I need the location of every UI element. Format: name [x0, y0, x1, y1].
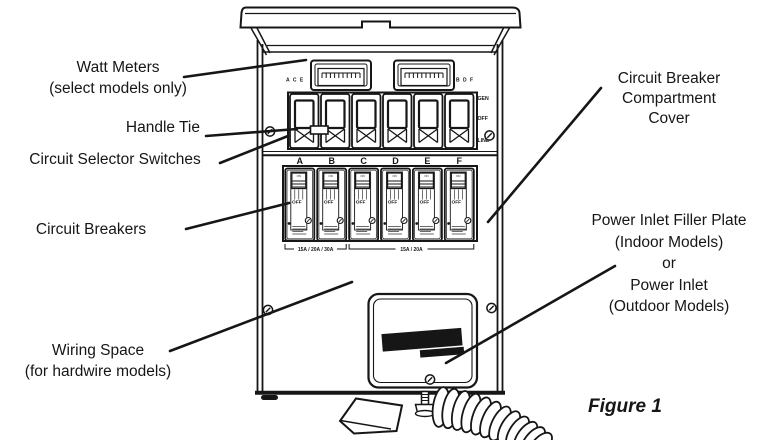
svg-text:ON: ON — [456, 174, 460, 178]
meter-right-circuits-label: B D F — [456, 78, 474, 84]
selector-switch[interactable] — [319, 92, 351, 150]
label-watt-meters: Watt Meters (select models only) — [30, 57, 206, 99]
selector-switch-compartment — [287, 91, 478, 150]
breaker-on-labels: ON ON ON ON ON ON — [297, 174, 461, 178]
rating-brackets — [284, 244, 475, 250]
position-gen-label: GEN — [478, 96, 489, 102]
power-inlet-cover: RELIANCE CONTROLS — [367, 292, 479, 389]
label-line: Circuit Selector Switches — [29, 151, 201, 168]
screw-icon — [424, 374, 436, 385]
leader-lines — [168, 58, 617, 365]
conduit-clamp — [338, 390, 436, 435]
breaker-letter: B — [328, 156, 335, 166]
position-off-label: OFF — [478, 116, 488, 122]
breaker-letter: D — [392, 156, 399, 166]
svg-text:OFF: OFF — [356, 200, 366, 206]
label-circuit-breakers: Circuit Breakers — [5, 219, 177, 240]
svg-text:OFF: OFF — [292, 200, 302, 206]
brand-name: RELIANCE — [388, 331, 457, 350]
label-line: Handle Tie — [125, 119, 200, 136]
label-power-inlet: Power Inlet Filler Plate (Indoor Models)… — [573, 210, 760, 318]
selector-switch[interactable] — [288, 92, 320, 150]
label-line: or — [662, 255, 676, 272]
label-line: Circuit Breaker — [617, 70, 721, 87]
selector-switch[interactable] — [412, 92, 444, 150]
label-wiring-space: Wiring Space (for hardwire models) — [5, 340, 191, 382]
position-line-label: LINE — [478, 138, 490, 144]
svg-text:ON: ON — [392, 174, 396, 178]
leader-compartment-cover — [486, 86, 603, 224]
label-line: Compartment — [622, 90, 716, 107]
leader-power-inlet — [444, 264, 617, 365]
svg-text:ON: ON — [424, 174, 428, 178]
meter-left-circuits-label: A C E — [286, 78, 304, 84]
selector-switch[interactable] — [350, 92, 382, 150]
breaker-off-labels: OFF OFF OFF OFF OFF OFF — [292, 200, 461, 206]
selector-switch[interactable] — [381, 92, 413, 150]
svg-text:OFF: OFF — [324, 200, 334, 206]
rating-group2: 15A / 20A — [400, 247, 423, 253]
breaker-compartment: A B C D E F ON ON ON ON ON ON OFF — [282, 156, 478, 253]
figure-caption: Figure 1 — [588, 396, 662, 417]
rating-group1: 15A / 20A / 30A — [298, 247, 334, 253]
label-line: Power Inlet Filler Plate — [591, 212, 747, 229]
svg-text:OFF: OFF — [388, 200, 398, 206]
svg-text:ON: ON — [329, 174, 333, 178]
svg-text:ON: ON — [360, 174, 364, 178]
selector-switch[interactable] — [443, 92, 475, 150]
flexible-conduit — [431, 386, 553, 440]
breaker-letter: E — [424, 156, 430, 166]
svg-text:ON: ON — [297, 174, 301, 178]
breaker-letter: A — [297, 156, 304, 166]
label-line: Wiring Space — [51, 342, 145, 359]
label-line: (Indoor Models) — [614, 233, 724, 251]
svg-text:OFF: OFF — [420, 200, 430, 206]
label-compartment-cover: Circuit Breaker Compartment Cover — [587, 69, 751, 129]
handle-tie-bar[interactable] — [309, 125, 329, 135]
breaker-letter: C — [360, 156, 367, 166]
label-circuit-selector-switches: Circuit Selector Switches — [12, 149, 218, 170]
label-line: Power Inlet — [630, 276, 708, 294]
label-line: (for hardwire models) — [24, 363, 172, 380]
label-handle-tie: Handle Tie — [100, 117, 200, 138]
screw-icon — [484, 130, 495, 141]
label-line: (Outdoor Models) — [608, 298, 730, 315]
label-line: (select models only) — [49, 80, 187, 97]
cabinet-outline — [239, 6, 522, 400]
leader-circuit-breakers — [184, 201, 291, 231]
label-line: Circuit Breakers — [35, 221, 147, 238]
leader-circuit-selector — [218, 134, 290, 165]
leader-watt-meters — [182, 58, 308, 79]
screw-icon — [486, 302, 497, 314]
reliance-logo: RELIANCE CONTROLS — [381, 327, 465, 358]
label-line: Cover — [648, 110, 690, 127]
brand-sub: CONTROLS — [426, 349, 459, 358]
leader-wiring-space — [168, 280, 354, 353]
watt-meter-right — [393, 59, 455, 91]
watt-meter-left — [310, 59, 372, 91]
leader-handle-tie — [204, 127, 299, 138]
breaker-letter: F — [457, 156, 463, 166]
label-line: Watt Meters — [76, 59, 160, 76]
lid-cover — [239, 6, 522, 29]
svg-text:OFF: OFF — [452, 200, 462, 206]
